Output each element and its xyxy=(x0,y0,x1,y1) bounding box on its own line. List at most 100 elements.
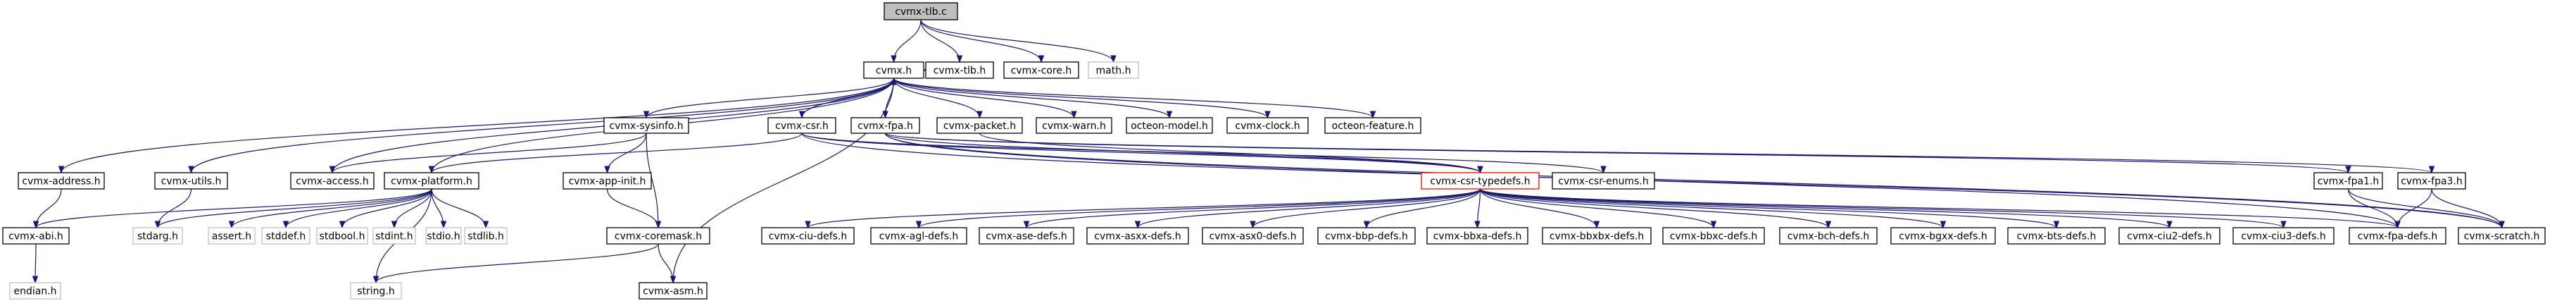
node-label: stdio.h xyxy=(427,231,460,242)
node-box xyxy=(2007,227,2106,245)
edge-arrowhead xyxy=(1023,221,1030,229)
edge-arrowhead xyxy=(1264,111,1271,119)
node-box xyxy=(563,172,652,190)
node-cvmx-bbp-defs-h[interactable]: cvmx-bbp-defs.h xyxy=(1317,227,1416,245)
node-cvmx-csr-enums-h[interactable]: cvmx-csr-enums.h xyxy=(1552,172,1655,190)
edge-line xyxy=(2431,188,2503,228)
node-box xyxy=(1779,227,1878,245)
node-label: cvmx-address.h xyxy=(22,176,100,188)
edge-line xyxy=(646,133,659,228)
node-label: cvmx-fpa3.h xyxy=(2401,176,2463,188)
edge-arrowhead xyxy=(1166,111,1173,119)
node-octeon-model-h[interactable]: octeon-model.h xyxy=(1126,117,1213,134)
edge-line xyxy=(61,78,895,173)
node-cvmx-tlb-c[interactable]: cvmx-tlb.c xyxy=(884,2,958,20)
node-cvmx-warn-h[interactable]: cvmx-warn.h xyxy=(1036,117,1112,134)
node-label: cvmx-app-init.h xyxy=(569,176,646,188)
edge-cvmx-abi-h-to-endian-h xyxy=(32,243,39,284)
node-box xyxy=(2349,227,2446,245)
node-endian-h: endian.h xyxy=(9,282,61,300)
node-label: cvmx-fpa.h xyxy=(857,121,913,132)
node-cvmx-clock-h[interactable]: cvmx-clock.h xyxy=(1226,117,1309,134)
node-cvmx-ciu-defs-h[interactable]: cvmx-ciu-defs.h xyxy=(761,227,855,245)
edge-arrowhead xyxy=(1250,221,1256,229)
node-cvmx-app-init-h[interactable]: cvmx-app-init.h xyxy=(563,172,652,190)
node-box xyxy=(464,227,508,245)
node-cvmx-fpa1-h[interactable]: cvmx-fpa1.h xyxy=(2313,172,2383,190)
node-box xyxy=(9,282,61,300)
edge-line xyxy=(1479,188,2057,228)
node-cvmx-ciu3-defs-h[interactable]: cvmx-ciu3-defs.h xyxy=(2232,227,2335,245)
edge-line xyxy=(231,188,432,228)
node-cvmx-fpa3-h[interactable]: cvmx-fpa3.h xyxy=(2397,172,2466,190)
node-octeon-feature-h[interactable]: octeon-feature.h xyxy=(1324,117,1421,134)
edge-line xyxy=(285,188,432,228)
node-cvmx-bbxc-defs-h[interactable]: cvmx-bbxc-defs.h xyxy=(1662,227,1765,245)
edge-line xyxy=(1479,188,1829,228)
edge-line xyxy=(375,243,659,283)
node-cvmx-bts-defs-h[interactable]: cvmx-bts-defs.h xyxy=(2007,227,2106,245)
node-cvmx-tlb-h[interactable]: cvmx-tlb.h xyxy=(925,61,994,79)
node-cvmx-access-h[interactable]: cvmx-access.h xyxy=(290,172,375,190)
edge-line xyxy=(1479,188,2399,228)
node-box xyxy=(606,227,710,245)
node-cvmx-csr-h[interactable]: cvmx-csr.h xyxy=(767,117,836,134)
edge-cvmx-fpa1-h-to-cvmx-scratch-h xyxy=(2347,188,2505,229)
edge-cvmx-fpa-h-to-cvmx-h xyxy=(884,77,897,118)
edge-cvmx-csr-typedefs-h-to-cvmx-asx0-defs-h xyxy=(1250,188,1481,229)
node-cvmx-core-h[interactable]: cvmx-core.h xyxy=(1003,61,1079,79)
edge-line xyxy=(606,188,659,228)
node-cvmx-agl-defs-h[interactable]: cvmx-agl-defs.h xyxy=(870,227,967,245)
node-cvmx-platform-h[interactable]: cvmx-platform.h xyxy=(384,172,479,190)
edge-arrowhead xyxy=(428,166,435,174)
node-label: cvmx-core.h xyxy=(1011,66,1072,77)
edge-arrowhead xyxy=(2345,166,2351,174)
node-string-h: string.h xyxy=(350,282,402,300)
node-cvmx-coremask-h[interactable]: cvmx-coremask.h xyxy=(606,227,710,245)
node-label: cvmx-fpa-defs.h xyxy=(2358,231,2437,242)
node-cvmx-ciu2-defs-h[interactable]: cvmx-ciu2-defs.h xyxy=(2118,227,2220,245)
edge-arrowhead xyxy=(1600,166,1607,174)
edge-cvmx-h-to-cvmx-clock-h xyxy=(893,78,1271,119)
node-cvmx-address-h[interactable]: cvmx-address.h xyxy=(18,172,105,190)
node-box xyxy=(132,227,183,245)
node-cvmx-bbxa-defs-h[interactable]: cvmx-bbxa-defs.h xyxy=(1426,227,1528,245)
node-cvmx-fpa-defs-h[interactable]: cvmx-fpa-defs.h xyxy=(2349,227,2446,245)
node-cvmx-csr-typedefs-h[interactable]: cvmx-csr-typedefs.h xyxy=(1421,172,1540,190)
edge-cvmx-sysinfo-h-to-cvmx-access-h xyxy=(329,133,647,174)
edge-arrowhead xyxy=(2280,221,2287,229)
edge-arrowhead xyxy=(1477,166,1483,174)
node-cvmx-asm-h[interactable]: cvmx-asm.h xyxy=(639,282,708,300)
node-cvmx-fpa-h[interactable]: cvmx-fpa.h xyxy=(850,117,920,134)
edge-arrowhead xyxy=(32,221,39,229)
node-cvmx-utils-h[interactable]: cvmx-utils.h xyxy=(154,172,228,190)
node-cvmx-bch-defs-h[interactable]: cvmx-bch-defs.h xyxy=(1779,227,1878,245)
node-cvmx-bbxbx-defs-h[interactable]: cvmx-bbxbx-defs.h xyxy=(1542,227,1652,245)
node-cvmx-ase-defs-h[interactable]: cvmx-ase-defs.h xyxy=(979,227,1074,245)
edge-cvmx-h-to-octeon-model-h xyxy=(893,78,1173,119)
edge-arrowhead xyxy=(2499,221,2505,229)
node-label: cvmx-csr-typedefs.h xyxy=(1430,176,1530,188)
node-cvmx-packet-h[interactable]: cvmx-packet.h xyxy=(936,117,1023,134)
node-box xyxy=(1088,61,1139,79)
node-cvmx-asxx-defs-h[interactable]: cvmx-asxx-defs.h xyxy=(1086,227,1189,245)
node-cvmx-h[interactable]: cvmx.h xyxy=(863,61,924,79)
edge-line xyxy=(1137,188,1481,228)
edge-cvmx-fpa-h-to-cvmx-csr-typedefs-h xyxy=(884,133,1483,174)
node-cvmx-sysinfo-h[interactable]: cvmx-sysinfo.h xyxy=(603,117,689,134)
node-cvmx-scratch-h[interactable]: cvmx-scratch.h xyxy=(2458,227,2546,245)
node-box xyxy=(2458,227,2546,245)
edge-cvmx-platform-h-to-stddef-h xyxy=(282,188,432,229)
node-box xyxy=(2397,172,2466,190)
edge-arrowhead xyxy=(188,166,194,174)
edge-line xyxy=(884,133,2349,173)
node-cvmx-bgxx-defs-h[interactable]: cvmx-bgxx-defs.h xyxy=(1890,227,1996,245)
node-cvmx-asx0-defs-h[interactable]: cvmx-asx0-defs.h xyxy=(1202,227,1304,245)
node-label: cvmx-sysinfo.h xyxy=(609,121,683,132)
node-box xyxy=(925,61,994,79)
edge-line xyxy=(341,188,432,228)
node-label: cvmx-ciu3-defs.h xyxy=(2241,231,2325,242)
node-label: cvmx-platform.h xyxy=(391,176,472,188)
node-cvmx-abi-h[interactable]: cvmx-abi.h xyxy=(2,227,70,245)
edge-line xyxy=(431,133,803,173)
